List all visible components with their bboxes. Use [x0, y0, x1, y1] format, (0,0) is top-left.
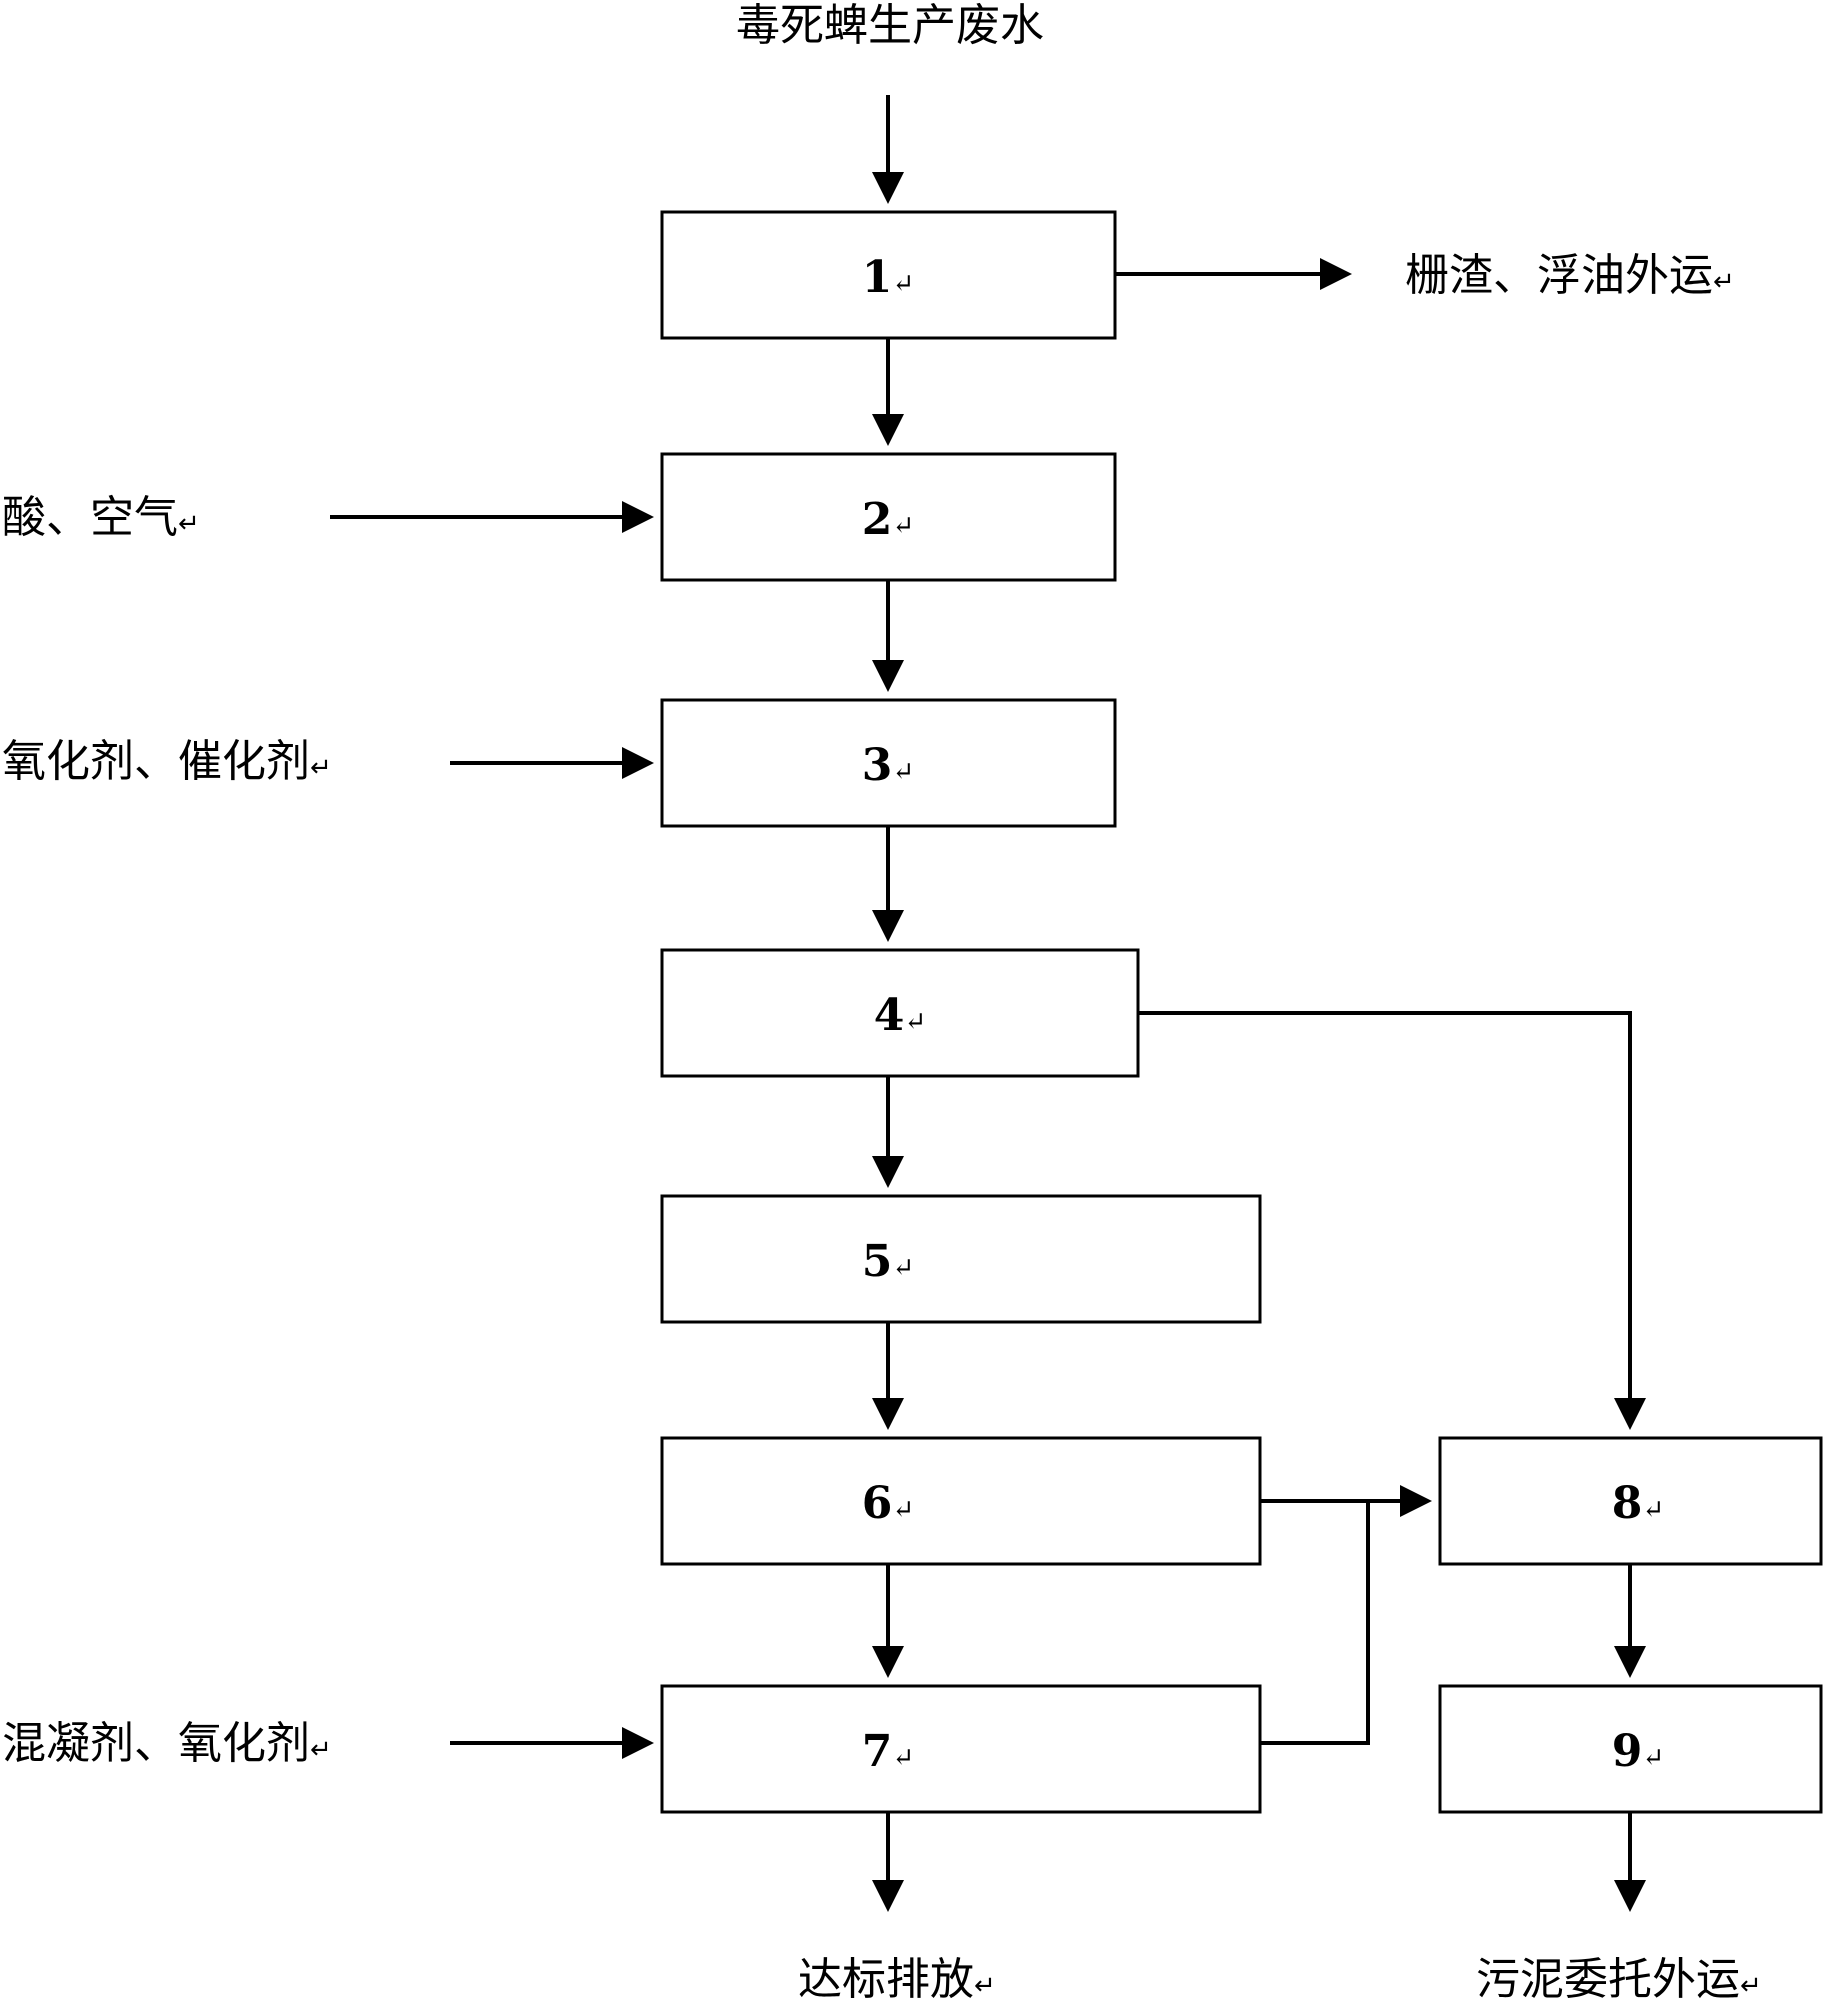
paragraph-mark: ↵	[1740, 1971, 1762, 2001]
svg-text:6↵: 6↵	[862, 1478, 914, 1529]
svg-text:4↵: 4↵	[874, 990, 926, 1041]
svg-text:5↵: 5↵	[862, 1236, 914, 1287]
paragraph-mark: ↵	[892, 1743, 914, 1773]
oxidant-catalyst-label: 氧化剂、催化剂↵	[2, 736, 332, 787]
paragraph-mark: ↵	[892, 757, 914, 787]
sludge-output-label: 污泥委托外运↵	[1476, 1954, 1762, 2005]
paragraph-mark: ↵	[892, 511, 914, 541]
paragraph-mark: ↵	[1713, 267, 1735, 297]
paragraph-mark: ↵	[178, 509, 200, 539]
paragraph-mark: ↵	[892, 1253, 914, 1283]
step-7-label: 7	[862, 1726, 893, 1777]
step-9-label: 9	[1612, 1726, 1643, 1777]
step-7-box: 7↵	[660, 1684, 1262, 1814]
paragraph-mark: ↵	[310, 753, 332, 783]
step-5-box: 5↵	[660, 1194, 1262, 1324]
step-5-label: 5	[862, 1236, 893, 1287]
svg-text:7↵: 7↵	[862, 1726, 914, 1777]
step-1-box: 1↵	[660, 210, 1117, 340]
svg-text:2↵: 2↵	[862, 494, 914, 545]
step-2-label: 2	[862, 494, 893, 545]
svg-text:9↵: 9↵	[1612, 1726, 1664, 1777]
step-8-box: 8↵	[1438, 1436, 1823, 1566]
paragraph-mark: ↵	[974, 1971, 996, 2001]
step-2-box: 2↵	[660, 452, 1117, 582]
screenings-output-label: 栅渣、浮油外运↵	[1405, 250, 1735, 301]
step-4-box: 4↵	[660, 948, 1140, 1078]
svg-text:8↵: 8↵	[1612, 1478, 1664, 1529]
svg-text:3↵: 3↵	[862, 740, 914, 791]
discharge-output-label: 达标排放↵	[798, 1954, 996, 2005]
arrow-step-4-to-step-8	[1138, 1011, 1646, 1430]
step-6-label: 6	[862, 1478, 893, 1529]
paragraph-mark: ↵	[892, 1495, 914, 1525]
input-label: 毒死蜱生产废水	[736, 0, 1044, 51]
paragraph-mark: ↵	[892, 269, 914, 299]
paragraph-mark: ↵	[310, 1735, 332, 1765]
paragraph-mark: ↵	[1642, 1743, 1664, 1773]
step-6-box: 6↵	[660, 1436, 1262, 1566]
acid-air-label: 酸、空气↵	[2, 492, 200, 543]
step-9-box: 9↵	[1438, 1684, 1823, 1814]
step-4-label: 4	[874, 990, 905, 1041]
svg-text:1↵: 1↵	[862, 252, 914, 303]
coagulant-oxidant-label: 混凝剂、氧化剂↵	[2, 1718, 332, 1769]
step-3-box: 3↵	[660, 698, 1117, 828]
paragraph-mark: ↵	[1642, 1495, 1664, 1525]
connector-step-7-to-step-8	[1260, 1501, 1370, 1745]
step-1-label: 1	[862, 252, 893, 303]
paragraph-mark: ↵	[904, 1007, 926, 1037]
step-8-label: 8	[1612, 1478, 1643, 1529]
step-3-label: 3	[862, 740, 893, 791]
